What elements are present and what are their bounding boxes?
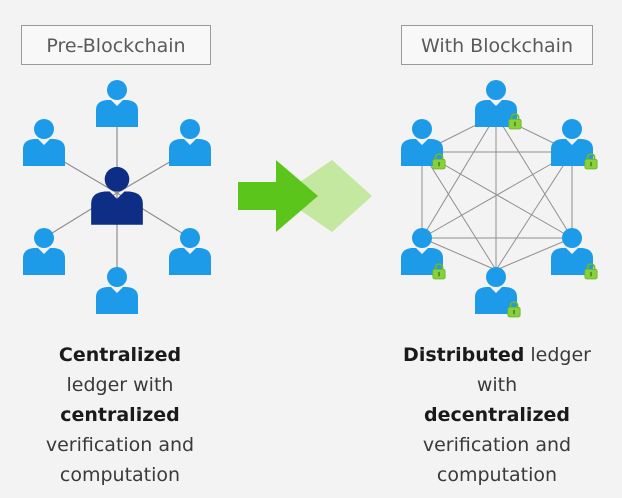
caption-text: verification and	[422, 434, 572, 456]
user-icon	[169, 119, 211, 166]
transition-arrow-icon	[238, 160, 372, 232]
user-icon	[96, 80, 138, 127]
user-icon	[23, 119, 65, 166]
with-blockchain-title: With Blockchain	[401, 25, 593, 65]
caption-bold-text: Centralized	[58, 344, 182, 366]
caption-bold-text: centralized	[60, 404, 180, 426]
caption-text: with	[476, 374, 518, 396]
centralized-caption: Centralized ledger with centralized veri…	[20, 340, 220, 490]
caption-text: computation	[59, 464, 181, 486]
user-icon	[23, 228, 65, 275]
caption-bold-text: Distributed	[403, 344, 525, 366]
user-icon	[96, 267, 138, 314]
distributed-network	[401, 80, 598, 318]
caption-text: computation	[436, 464, 558, 486]
caption-bold-text: decentralized	[423, 404, 570, 426]
user-icon	[169, 228, 211, 275]
caption-text: ledger with	[66, 374, 174, 396]
caption-text: ledger	[524, 344, 591, 366]
caption-text: verification and	[45, 434, 195, 456]
user-icon	[401, 228, 443, 275]
centralized-network	[23, 80, 211, 314]
distributed-caption: Distributed ledger with decentralized ve…	[392, 340, 602, 490]
pre-blockchain-title: Pre-Blockchain	[21, 25, 211, 65]
